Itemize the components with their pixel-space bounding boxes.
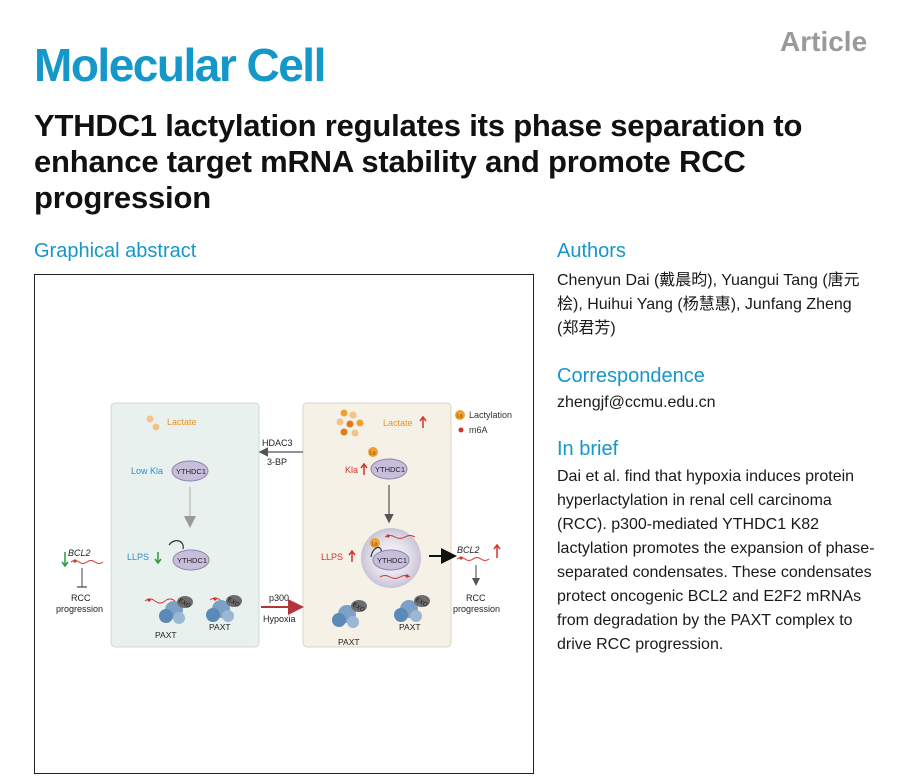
correspondence-email[interactable]: zhengjf@ccmu.edu.cn	[557, 394, 716, 411]
right-cell-panel	[302, 402, 452, 648]
right-la-badge-1: La	[370, 451, 377, 457]
condition-hypoxia-label: Hypoxia	[263, 614, 296, 624]
right-llps-label: LLPS	[321, 552, 343, 562]
authors-list: Chenyun Dai (戴晨昀), Yuangui Tang (唐元桧), H…	[557, 272, 860, 337]
left-cell-panel	[110, 402, 260, 648]
right-outcome-line2: progression	[453, 604, 500, 614]
right-ythdc1-label: YTHDC1	[375, 465, 405, 474]
legend-lactylation: Lactylation	[469, 410, 512, 420]
right-ythdc1-llps	[372, 549, 410, 571]
inhibitor-3bp-label: 3-BP	[267, 457, 287, 467]
enzyme-p300-label: p300	[269, 593, 289, 603]
right-la-badge-2: La	[372, 542, 379, 548]
left-low-kla-label: Low Kla	[131, 466, 163, 476]
left-llps-label: LLPS	[127, 552, 149, 562]
left-ythdc1-protein	[171, 460, 209, 482]
right-outcome-line1: RCC	[466, 593, 486, 603]
right-paxt-label-1: PAXT	[338, 637, 360, 647]
left-exo-label-1: EXO	[177, 598, 191, 610]
in-brief-heading: In brief	[557, 438, 619, 460]
right-bcl2-label: BCL2	[457, 545, 480, 555]
article-type-label: Article	[780, 26, 868, 57]
right-paxt-label-2: PAXT	[399, 622, 421, 632]
left-bcl2-label: BCL2	[68, 548, 91, 558]
right-lactate-label: Lactate	[383, 418, 413, 428]
right-exo-label-1: EXO	[351, 602, 365, 614]
right-kla-label: Kla	[345, 465, 358, 475]
left-paxt-label-1: PAXT	[155, 630, 177, 640]
left-lactate-label: Lactate	[167, 417, 197, 427]
right-ythdc1-protein	[370, 458, 408, 480]
figure-legend: La Lactylation m6A	[455, 410, 512, 435]
left-ythdc1-llps	[172, 549, 210, 571]
right-lactate-cluster	[336, 409, 364, 437]
journal-name: Molecular Cell	[34, 39, 326, 91]
graphical-abstract-heading: Graphical abstract	[34, 240, 197, 262]
authors-heading: Authors	[557, 240, 626, 262]
graphical-abstract-figure: La Lactylation m6A Lactate Low Kla YTHDC…	[34, 274, 534, 774]
inhibitor-hdac3-label: HDAC3	[262, 438, 293, 448]
paper-title: YTHDC1 lactylation regulates its phase s…	[34, 108, 803, 215]
legend-m6a: m6A	[469, 425, 488, 435]
left-outcome-line2: progression	[56, 604, 103, 614]
right-ythdc1-llps-label: YTHDC1	[377, 556, 407, 565]
left-exo-label-2: EXO	[226, 597, 240, 609]
in-brief-text: Dai et al. find that hypoxia induces pro…	[557, 468, 875, 653]
left-outcome-line1: RCC	[71, 593, 91, 603]
right-exo-label-2: EXO	[414, 597, 428, 609]
la-badge-label: La	[457, 414, 464, 420]
left-paxt-label-2: PAXT	[209, 622, 231, 632]
left-ythdc1-llps-label: YTHDC1	[177, 556, 207, 565]
correspondence-heading: Correspondence	[557, 365, 705, 387]
left-ythdc1-label: YTHDC1	[176, 467, 206, 476]
